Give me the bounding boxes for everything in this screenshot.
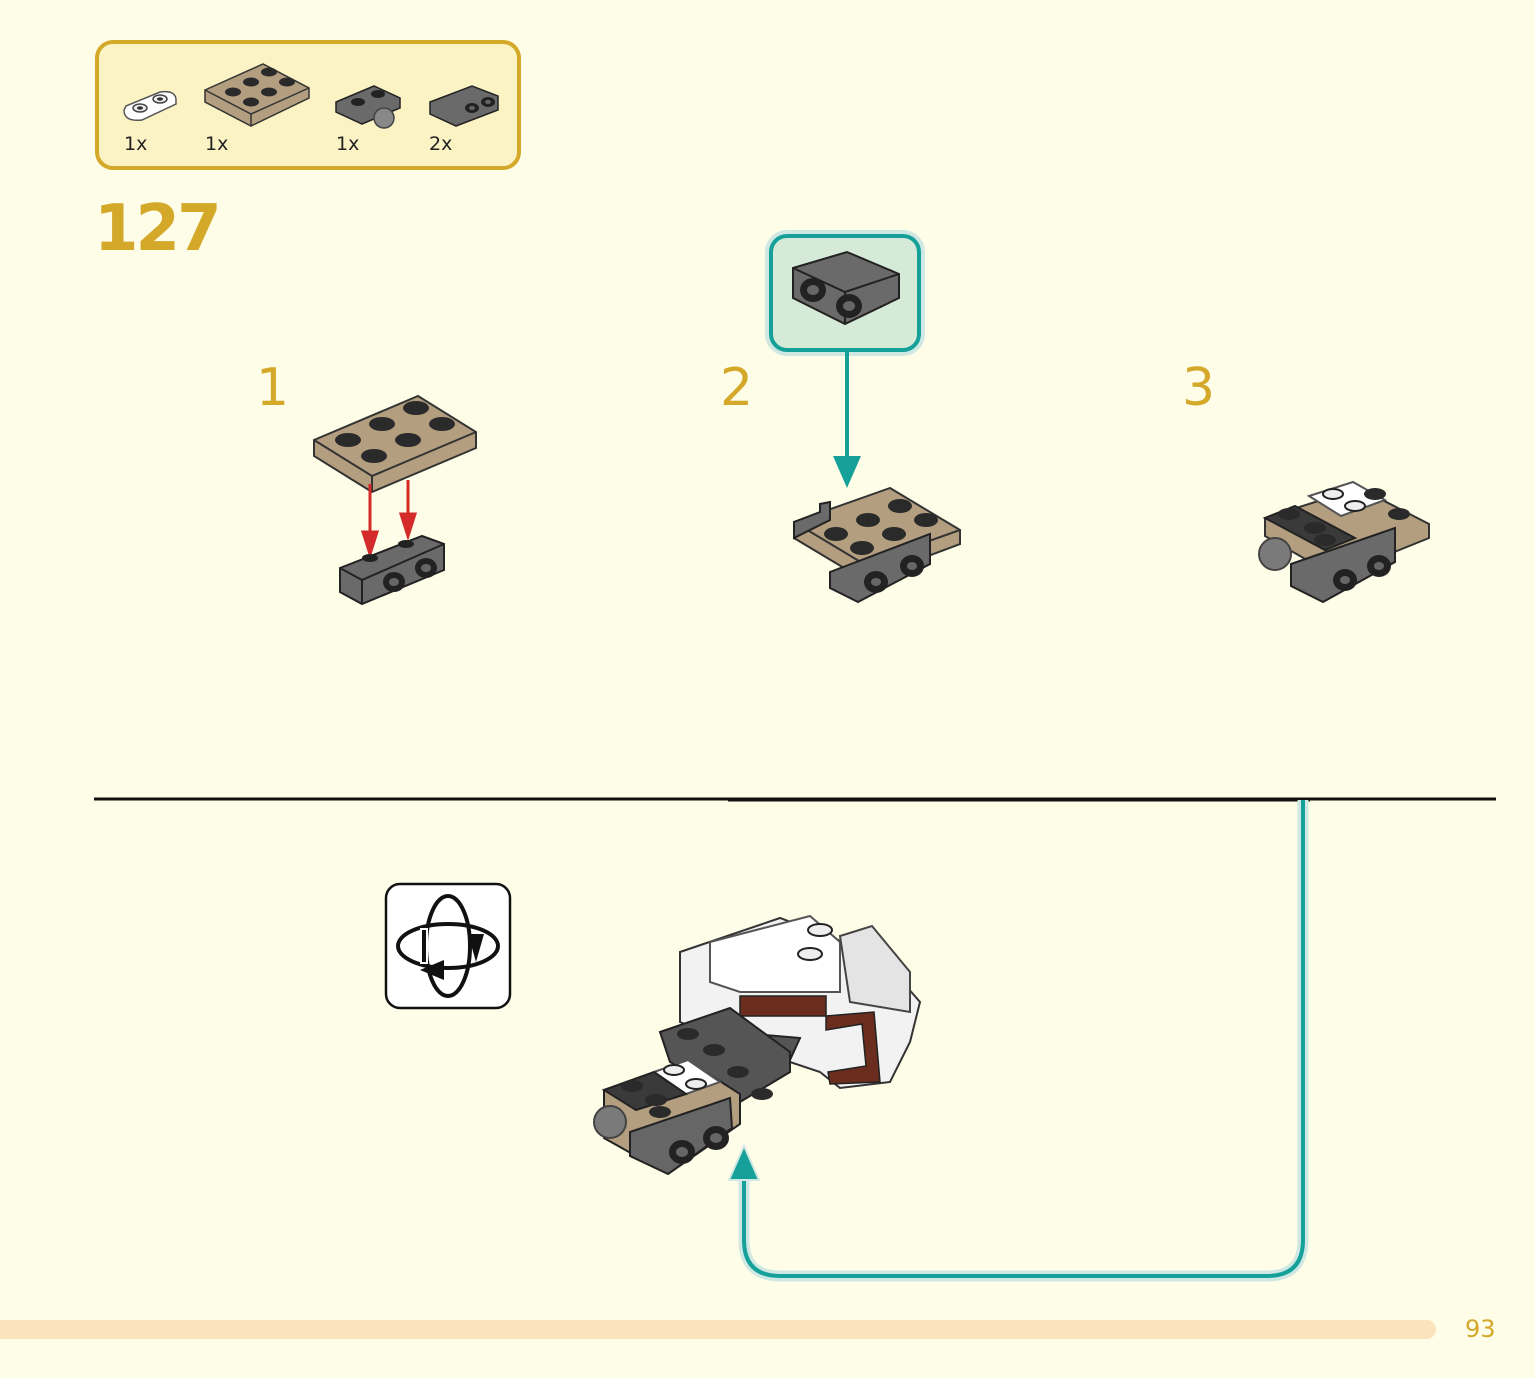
gray-bracket-with-ball-icon: [335, 85, 401, 129]
white-round-plate-1x2-icon: [123, 90, 177, 122]
substep-2-illustration: [793, 486, 961, 604]
part-qty: 2x: [429, 133, 453, 155]
page-progress-bar: [0, 1320, 1436, 1339]
rotate-model-icon: [384, 882, 512, 1010]
substep-2-callout: [765, 230, 925, 488]
substep-3-illustration: [1258, 480, 1430, 604]
part-qty: 1x: [336, 133, 360, 155]
substep-number-1: 1: [256, 358, 290, 418]
substep-number-2: 2: [720, 358, 754, 418]
tan-plate-2x3-icon: [204, 63, 310, 127]
gray-bracket-1x2-icon: [429, 85, 499, 127]
assembly-model-illustration: [593, 914, 922, 1176]
section-divider: [94, 797, 1496, 802]
part-qty: 1x: [205, 133, 229, 155]
step-number: 127: [94, 192, 222, 266]
substep-number-3: 3: [1182, 358, 1216, 418]
part-qty: 1x: [124, 133, 148, 155]
page-number: 93: [1465, 1315, 1496, 1343]
substep-1-illustration: [313, 394, 477, 606]
